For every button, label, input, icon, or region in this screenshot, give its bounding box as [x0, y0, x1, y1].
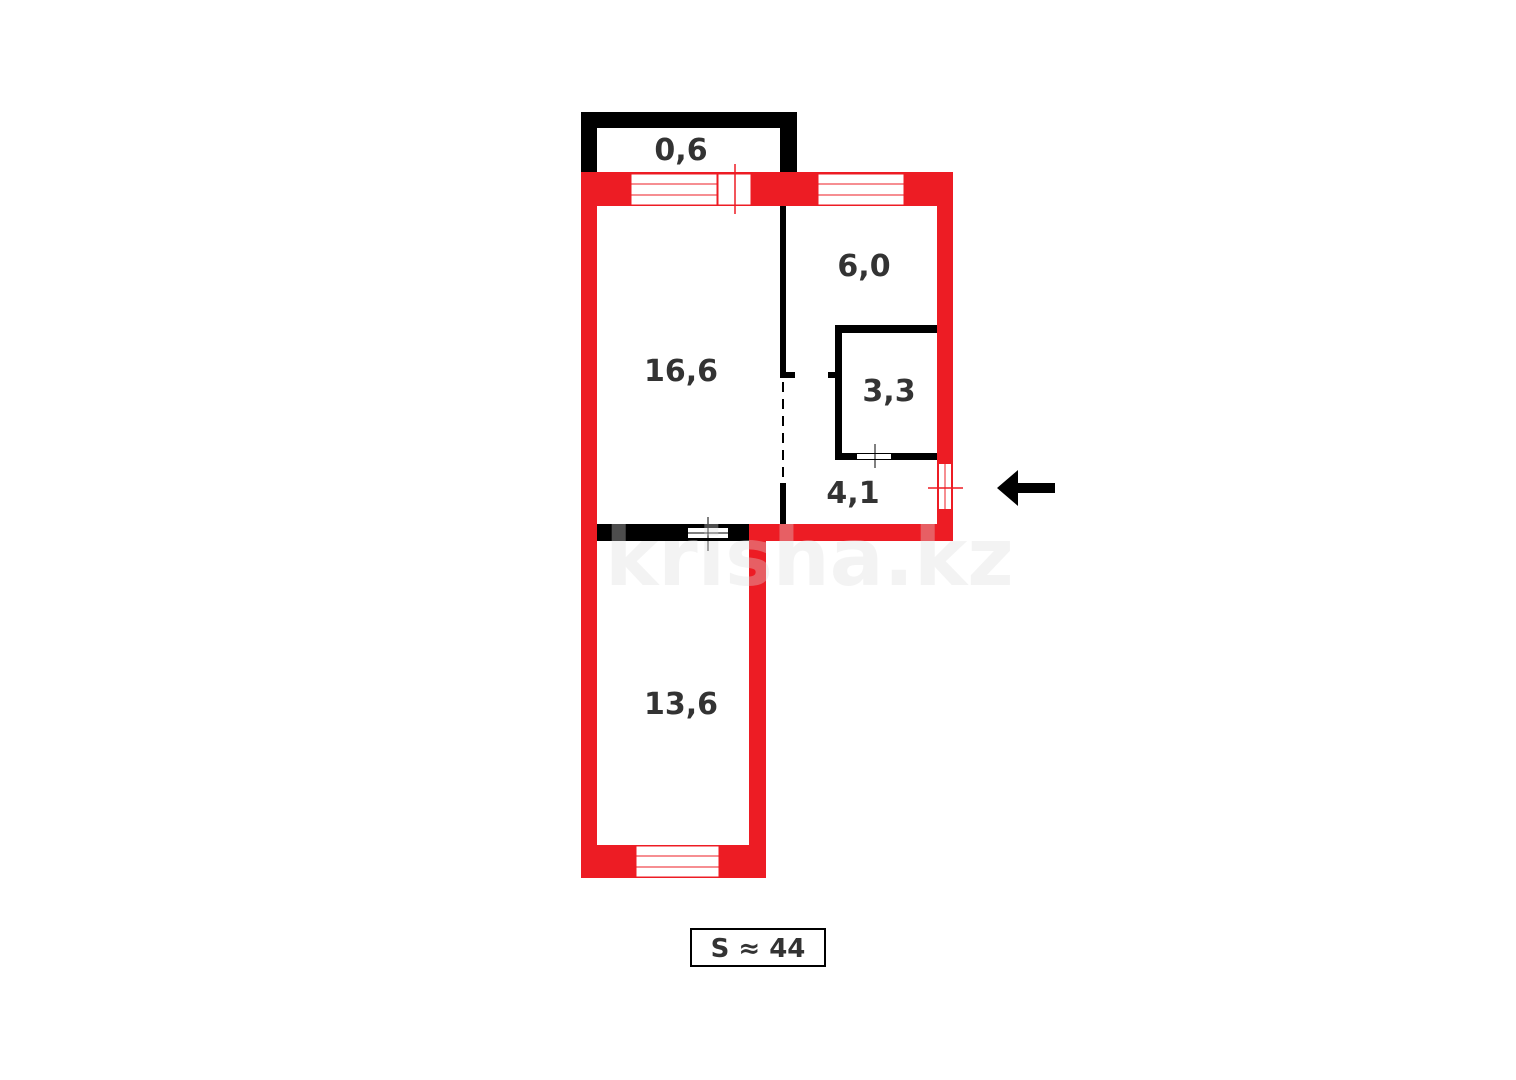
total-area-box — [690, 928, 826, 967]
total-area: S ≈ 44 — [711, 934, 806, 964]
room-label-large: 16,6 — [644, 354, 718, 389]
room-label-bathroom: 3,3 — [862, 374, 915, 409]
room-label-kitchen: 6,0 — [837, 249, 890, 284]
watermark: krisha.kz — [605, 511, 1014, 604]
window-bottom — [635, 845, 720, 878]
room-label-hallway: 4,1 — [826, 476, 879, 511]
window-top-left — [630, 173, 718, 206]
arrow-left-icon — [997, 470, 1055, 506]
window-top-right — [817, 173, 905, 206]
door-bathroom — [857, 444, 891, 468]
room-label-small: 13,6 — [644, 687, 718, 722]
room-label-balcony: 0,6 — [654, 133, 707, 168]
balcony-door — [717, 164, 752, 214]
entrance-door — [928, 464, 963, 509]
balcony-walls — [581, 112, 797, 174]
door-room-small — [688, 517, 728, 551]
